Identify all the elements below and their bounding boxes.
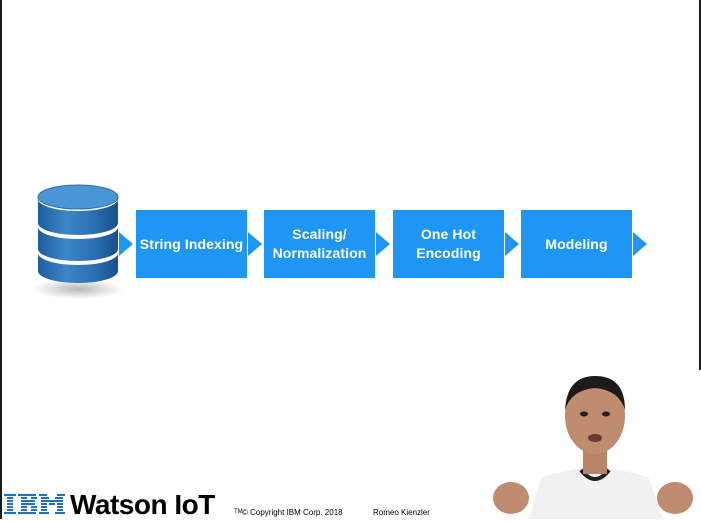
database-icon [32,184,124,299]
arrow-right-icon [248,232,262,256]
trademark: TM [234,509,243,515]
step-label-line2: Normalization [272,245,367,261]
arrow-right-icon [505,232,519,256]
footer: Watson IoT TM © Copyright IBM Corp. 2018… [2,489,562,520]
arrow-right-icon [376,232,390,256]
presenter-video [489,370,701,519]
product-name: Watson IoT [70,489,215,520]
arrow-right-icon [119,232,133,256]
step-modeling: Modeling [521,210,632,278]
copyright-text: © Copyright IBM Corp. 2018 [242,508,343,517]
author-name: Romeo Kienzler [373,508,430,517]
ibm-logo [4,494,65,514]
step-label-line1: One Hot [420,226,477,242]
step-one-hot-encoding: One Hot Encoding [393,210,504,278]
step-scaling-normalization: Scaling/ Normalization [264,210,375,278]
step-label-line2: Encoding [416,245,481,261]
frame-border-left [0,0,2,519]
step-label-line1: Scaling/ [292,226,347,242]
step-string-indexing: String Indexing [136,210,247,278]
step-label: String Indexing [139,235,244,252]
step-label: Modeling [545,235,608,252]
arrow-right-icon [633,232,647,256]
frame-border-right [699,0,701,519]
